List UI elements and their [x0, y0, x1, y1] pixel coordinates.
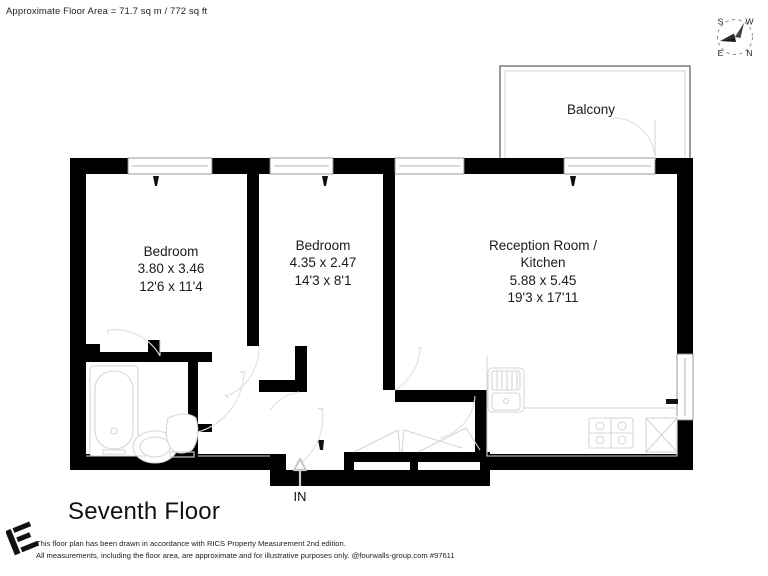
- room-label-bedroom-1: Bedroom 3.80 x 3.46 12'6 x 11'4: [101, 243, 241, 295]
- disclaimer-footer: This floor plan has been drawn in accord…: [36, 538, 455, 563]
- entrance-in-label: IN: [293, 489, 307, 504]
- approximate-floor-area-text: Approximate Floor Area = 71.7 sq m / 772…: [6, 6, 208, 17]
- door-swings: [107, 117, 656, 463]
- room-name-reception-line1: Reception Room /: [488, 238, 598, 253]
- room-dimension-metric-bedroom-1: 3.80 x 3.46: [137, 261, 205, 277]
- room-name-bedroom-1: Bedroom: [143, 244, 199, 259]
- room-label-balcony: Balcony: [529, 101, 653, 118]
- room-name-bedroom-2: Bedroom: [295, 238, 351, 253]
- disclaimer-line-2: All measurements, including the floor ar…: [36, 551, 455, 561]
- room-name-reception-line2: Kitchen: [520, 255, 566, 271]
- disclaimer-line-1: This floor plan has been drawn in accord…: [36, 539, 346, 548]
- room-dimension-metric-bedroom-2: 4.35 x 2.47: [289, 255, 357, 271]
- room-dimension-imperial-bedroom-1: 12'6 x 11'4: [139, 278, 203, 294]
- fourwalls-logo: [5, 519, 40, 557]
- room-name-balcony: Balcony: [566, 102, 616, 117]
- radiator-marks: [153, 176, 678, 450]
- room-dimension-imperial-bedroom-2: 14'3 x 8'1: [294, 272, 352, 288]
- room-dimension-metric-reception: 5.88 x 5.45: [509, 272, 577, 288]
- compass-label-n: N: [746, 48, 752, 58]
- kitchen-fixtures: [486, 356, 678, 457]
- room-label-bedroom-2: Bedroom 4.35 x 2.47 14'3 x 8'1: [258, 237, 388, 289]
- room-label-reception-kitchen: Reception Room / Kitchen 5.88 x 5.45 19'…: [462, 237, 624, 306]
- room-dimension-imperial-reception: 19'3 x 17'11: [507, 289, 579, 305]
- compass-rose: S W E N: [707, 9, 763, 65]
- compass-label-w: W: [745, 17, 753, 27]
- bathroom-fixtures: [89, 365, 199, 464]
- floor-title: Seventh Floor: [68, 498, 221, 525]
- compass-label-e: E: [718, 48, 724, 58]
- windows: [127, 157, 694, 421]
- entrance-arrow-icon: [292, 457, 308, 486]
- exterior-walls: [70, 158, 693, 486]
- compass-label-s: S: [718, 17, 724, 27]
